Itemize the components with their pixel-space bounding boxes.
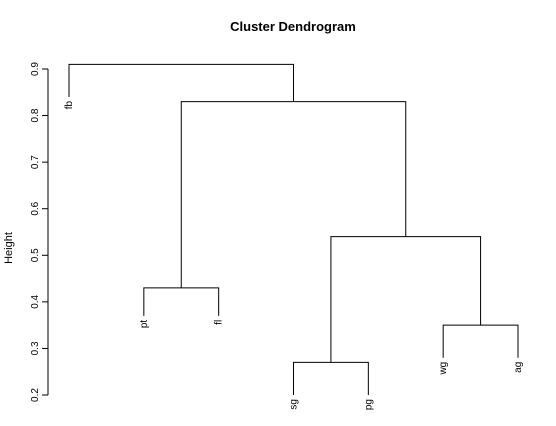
y-tick-label: 0.2 [30,388,41,402]
y-tick-label: 0.4 [30,294,41,308]
leaf-label: fl [214,320,225,325]
y-axis: 0.2 0.3 0.4 0.5 0.6 0.7 0.8 0.9 [30,62,49,402]
chart-title: Cluster Dendrogram [230,19,356,34]
leaf-labels: fb pt fl sg pg wg ag [64,101,524,411]
dendrogram-link [180,101,407,288]
leaf-label: ag [513,362,524,373]
dendrogram-link [293,361,369,395]
leaf-label: fb [64,101,75,110]
dendrogram-link [442,324,519,358]
y-tick-label: 0.3 [30,341,41,355]
y-tick-label: 0.8 [30,108,41,122]
leaf-label: sg [289,399,300,410]
y-tick-label: 0.6 [30,201,41,215]
dendrogram-link [330,236,482,363]
leaf-label: pg [363,399,374,410]
dendrogram-links [68,63,519,395]
dendrogram-link [68,63,294,102]
leaf-label: pt [139,320,150,329]
y-tick-label: 0.9 [30,62,41,76]
y-axis-label: Height [3,232,15,264]
dendrogram-link [143,287,220,316]
y-tick-label: 0.5 [30,248,41,262]
leaf-label: wg [438,362,449,376]
y-tick-label: 0.7 [30,155,41,169]
